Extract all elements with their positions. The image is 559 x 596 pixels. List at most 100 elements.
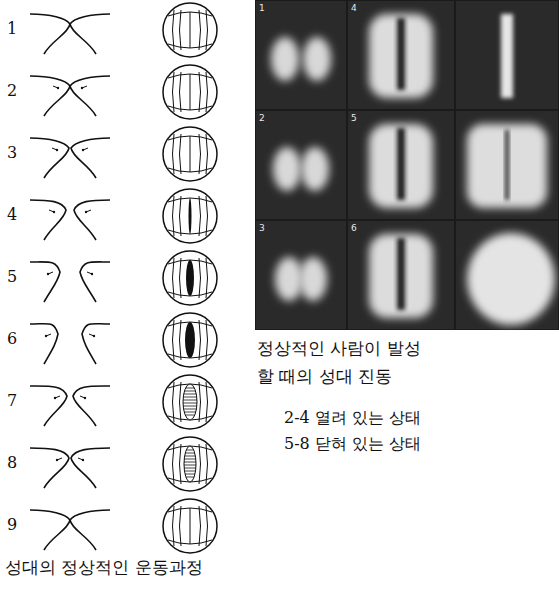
fold-blob: [271, 37, 299, 81]
glottis-slit: [186, 260, 194, 296]
glottis-closed: [190, 508, 191, 544]
glottis-slit: [183, 384, 197, 420]
fold-blob: [303, 37, 331, 81]
fold-blob: [369, 124, 433, 208]
scope-circle: [163, 3, 217, 57]
fold-line: [173, 444, 175, 484]
arrow-head: [45, 335, 47, 337]
hatch-line: [183, 406, 197, 407]
fold-line: [173, 258, 175, 298]
fold-outline: [30, 324, 58, 364]
photo-frame: [348, 221, 454, 329]
fold-outline: [74, 200, 110, 240]
fold-line: [180, 134, 182, 174]
fold-outline: [30, 386, 67, 426]
row-number: 8: [7, 453, 17, 472]
arrow-head: [85, 211, 87, 213]
hatch-line: [185, 474, 195, 475]
frame-number: 4: [351, 3, 357, 13]
fold-outline: [70, 76, 110, 116]
photo-frame: [456, 111, 558, 219]
hatch-line: [183, 397, 196, 398]
fold-line: [199, 382, 201, 422]
fold-blob: [501, 14, 513, 98]
arrow-head: [81, 87, 83, 89]
photo-frame: [456, 221, 558, 329]
scope-circle: [163, 65, 217, 119]
fold-line: [199, 320, 201, 360]
fold-line: [173, 134, 175, 174]
fold-line: [206, 10, 208, 50]
photo-ground: [255, 0, 559, 330]
fold-line: [206, 258, 208, 298]
state-note: 2-4 열려 있는 상태: [284, 408, 421, 429]
row-number: 7: [7, 391, 17, 410]
frame-number: 3: [259, 223, 265, 233]
glottis-gap: [397, 238, 405, 310]
fold-line: [199, 10, 201, 50]
fold-outline: [30, 14, 70, 54]
hatch-line: [183, 400, 197, 401]
fold-line: [199, 72, 201, 112]
fold-outline: [30, 76, 70, 116]
glottis-closed: [190, 74, 191, 110]
fold-line: [199, 134, 201, 174]
fold-line: [180, 72, 182, 112]
fold-line: [206, 320, 208, 360]
hatch-line: [186, 477, 194, 478]
fold-line: [206, 72, 208, 112]
row-number: 4: [7, 205, 17, 224]
fold-line: [206, 506, 208, 546]
hatch-line: [184, 468, 196, 469]
row-number: 3: [7, 143, 17, 162]
fold-outline: [30, 138, 69, 178]
fold-outline: [73, 386, 110, 426]
arrow-head: [47, 273, 49, 275]
hatch-line: [184, 459, 196, 460]
arrow-head: [56, 149, 58, 151]
frame-number: 5: [351, 113, 357, 123]
photo-frame: [348, 1, 454, 109]
fold-line: [180, 506, 182, 546]
photo-frame: [348, 111, 454, 219]
frame-number: 1: [259, 3, 265, 13]
fold-blob: [369, 234, 433, 318]
frame-number: 2: [259, 113, 265, 123]
scope-circle: [163, 189, 217, 243]
fold-line: [180, 444, 182, 484]
fold-outline: [30, 262, 60, 302]
fold-blob: [275, 257, 303, 301]
hatch-line: [184, 409, 197, 410]
fold-outline: [30, 448, 69, 488]
arrow-head: [84, 397, 86, 399]
fold-line: [206, 444, 208, 484]
fold-line: [173, 72, 175, 112]
fold-sections: [30, 14, 110, 550]
row-number: 9: [7, 515, 17, 534]
glottis-slit: [185, 322, 195, 358]
fold-outline: [82, 324, 110, 364]
fold-blob: [467, 124, 547, 208]
arrow-head: [57, 87, 59, 89]
fold-blob: [467, 233, 555, 325]
glottis-gap: [397, 18, 405, 90]
frame-number: 6: [351, 223, 357, 233]
hatch-line: [184, 394, 197, 395]
scope-circle: [163, 313, 217, 367]
state-note: 5-8 닫혀 있는 상태: [284, 434, 421, 455]
fold-line: [206, 196, 208, 236]
row-number: 6: [7, 329, 17, 348]
photo-frame: [256, 1, 346, 109]
fold-outline: [30, 510, 70, 550]
fold-line: [206, 382, 208, 422]
glottis-closed: [190, 12, 191, 48]
vibration-photos: [255, 0, 559, 330]
hatch-line: [185, 415, 195, 416]
fold-line: [180, 196, 182, 236]
scope-circle: [163, 127, 217, 181]
fold-blob: [299, 257, 327, 301]
fold-outline: [71, 448, 110, 488]
fold-line: [199, 444, 201, 484]
glottis-closed: [190, 136, 191, 172]
